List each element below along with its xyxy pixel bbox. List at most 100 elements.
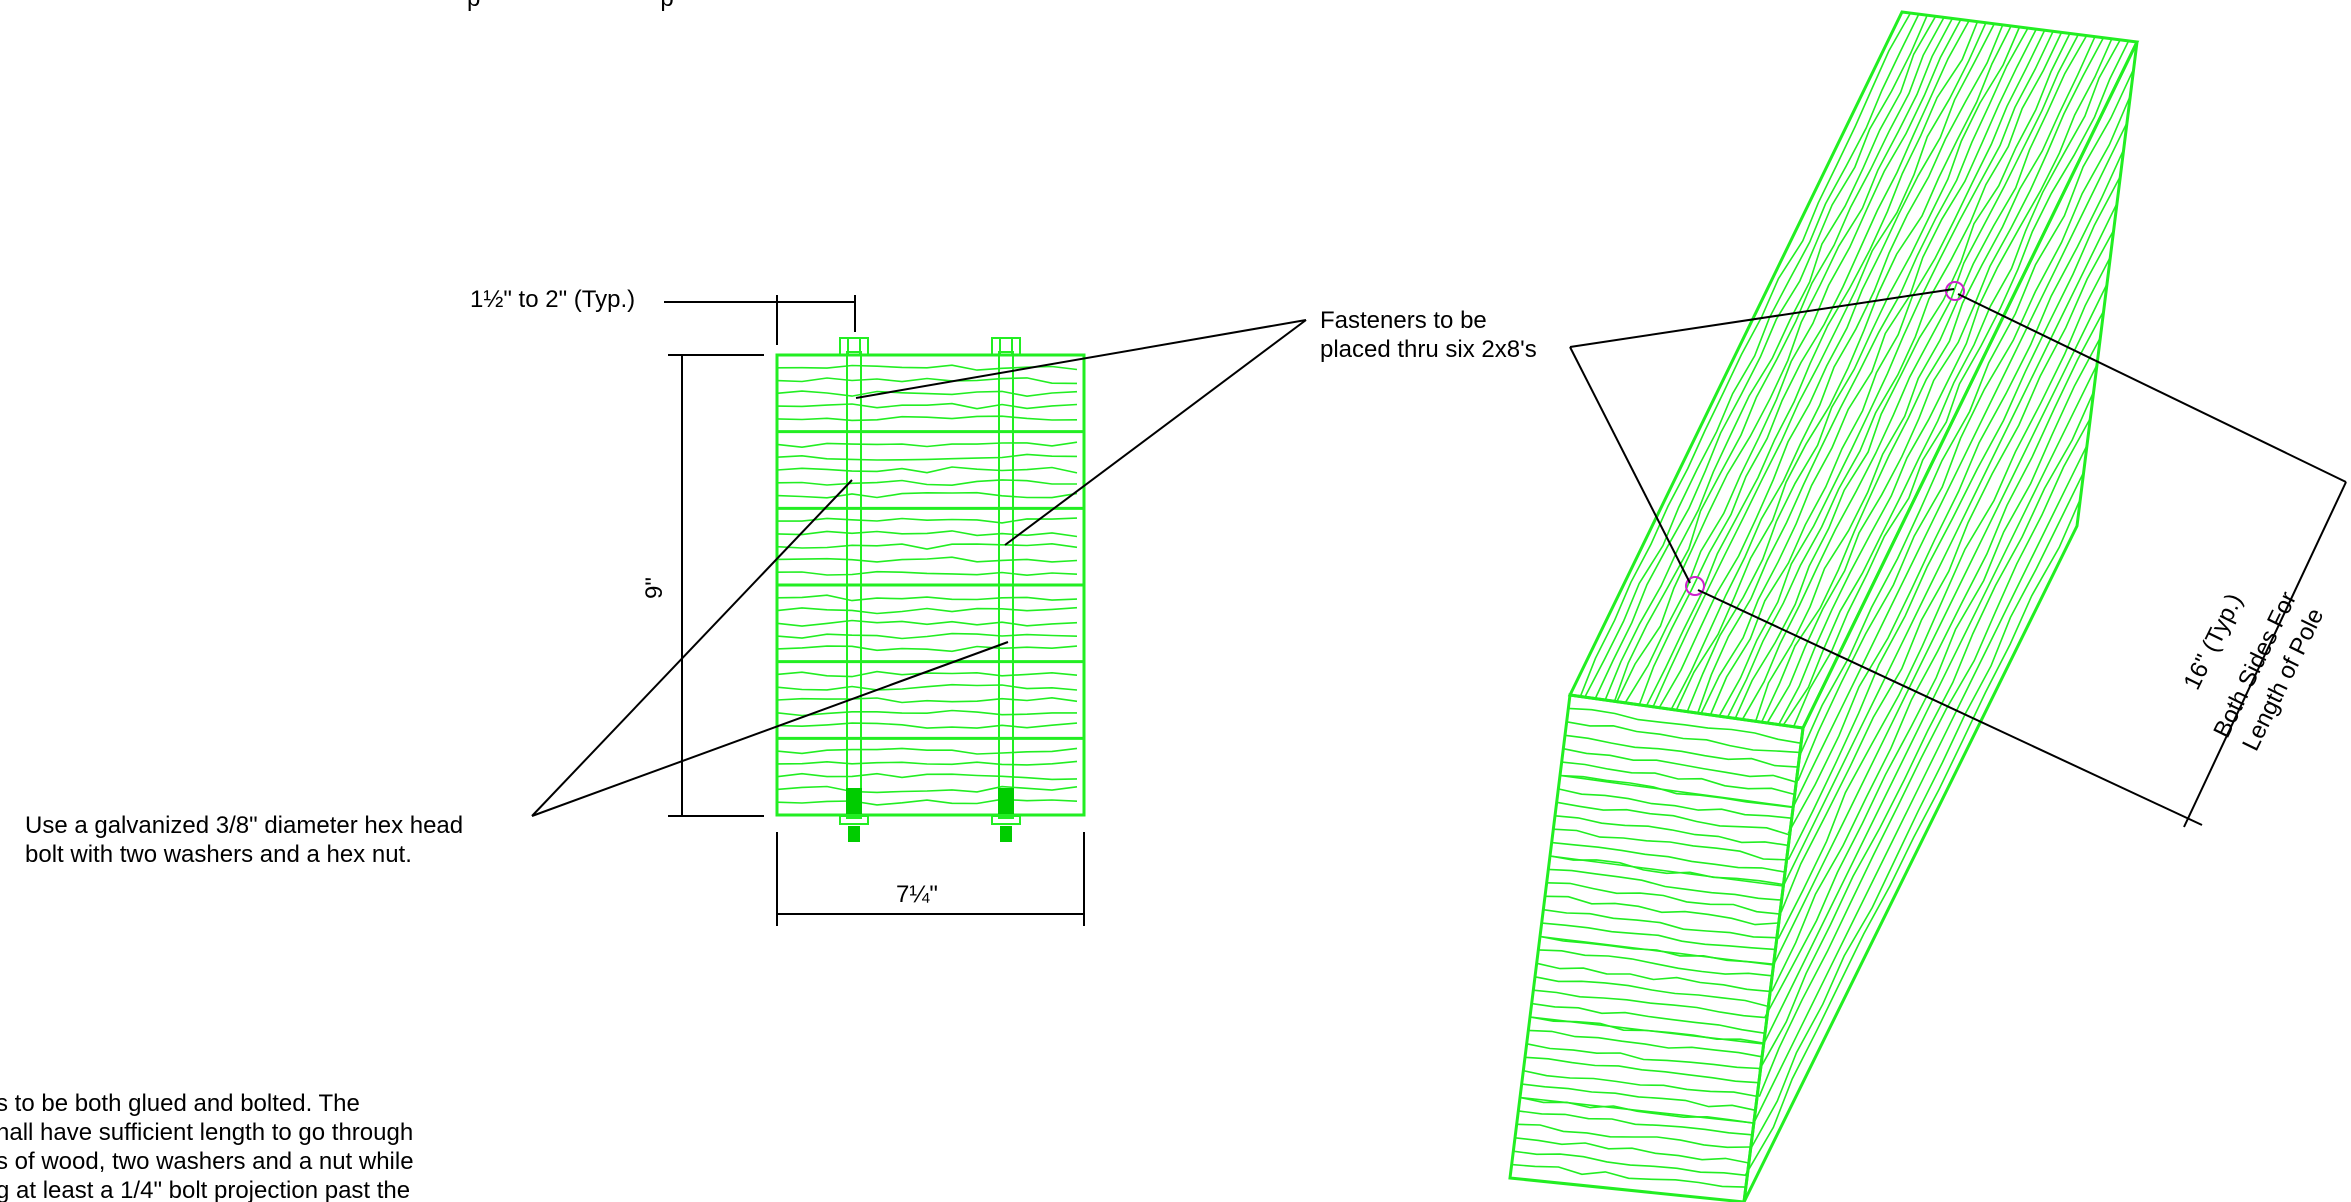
- grain-line: [1658, 23, 1996, 709]
- grain-line: [1778, 38, 2113, 725]
- grain-line: [1709, 29, 2046, 716]
- board-boundary: [1539, 935, 1774, 966]
- grain-line: [1697, 27, 2029, 713]
- board-boundaries: [777, 430, 1084, 740]
- grain-line: [1760, 36, 2096, 723]
- grain-line: [1551, 841, 1786, 873]
- grain-line: [1758, 391, 2095, 1071]
- grain-line: [1755, 35, 2088, 722]
- grain-line: [1511, 1163, 1746, 1188]
- spacing-extension: [1697, 589, 2203, 826]
- grain-line: [1763, 337, 2102, 1019]
- grain-line: [776, 696, 1078, 704]
- grain-line: [1534, 976, 1769, 1008]
- grain-line: [1523, 1069, 1758, 1098]
- bolt-tip: [848, 826, 860, 842]
- grain-line: [1782, 39, 2121, 727]
- fastener-note-line1: Fasteners to be: [1320, 307, 1487, 334]
- grain-line: [1558, 788, 1792, 819]
- grain-line: [776, 530, 1078, 538]
- bolt-note-line1: Use a galvanized 3/8" diameter hex head: [25, 812, 463, 839]
- grain-line: [1675, 25, 2012, 711]
- grain-line: [1531, 1002, 1766, 1035]
- board-boundary: [1762, 364, 2098, 1045]
- grain-line: [1536, 962, 1771, 993]
- grain-line: [776, 402, 1078, 410]
- grain-line: [1686, 26, 2021, 712]
- bolt-shank: [846, 351, 862, 819]
- grain-line: [1543, 908, 1777, 939]
- grain-line: [1780, 229, 2115, 913]
- bolt-tip: [1000, 826, 1012, 842]
- grain-line: [1549, 855, 1784, 886]
- grain-line: [1524, 1056, 1759, 1084]
- grain-line: [776, 722, 1078, 729]
- board-boundary: [1782, 202, 2118, 887]
- grain-line: [1583, 13, 1920, 698]
- fastener-leader: [1569, 288, 1955, 348]
- grain-line: [1594, 14, 1928, 699]
- isometric-pole-view: [1508, 10, 2140, 1202]
- bolt-nut: [998, 788, 1014, 814]
- edge-distance-label: 1½" to 2" (Typ.): [470, 286, 635, 313]
- board-boundary: [1549, 855, 1784, 887]
- pole-side-face: [1742, 41, 2139, 1202]
- grain-line: [776, 606, 1078, 615]
- grain-line: [1604, 15, 1937, 701]
- grain-line: [1700, 28, 2038, 715]
- grain-line: [1766, 37, 2105, 724]
- grain-line: [1787, 149, 2125, 834]
- grain-line: [1538, 949, 1772, 977]
- grain-line: [776, 670, 1078, 678]
- width-dimension-label: 7¼": [896, 881, 938, 908]
- grain-line: [1670, 24, 2004, 710]
- grain-line: [1548, 868, 1782, 901]
- grain-line: [1546, 882, 1781, 915]
- grain-line: [1624, 19, 1962, 704]
- board-boundary: [1792, 122, 2128, 808]
- grain-line: [1726, 32, 2063, 718]
- grain-line: [776, 491, 1078, 499]
- general-note-line4: g at least a 1/4" bolt projection past t…: [0, 1177, 410, 1202]
- top-partial-text: p p: [467, 0, 674, 12]
- grain-line: [1613, 17, 1945, 702]
- grain-line: [1579, 12, 1912, 697]
- laminated-section-view: [775, 337, 1086, 842]
- grain-line: [1744, 498, 2082, 1177]
- grain-line: [1528, 1029, 1763, 1058]
- grain-line: [776, 390, 1078, 398]
- grain-line: [776, 645, 1078, 653]
- grain-line: [776, 556, 1078, 563]
- general-note-line1: s to be both glued and bolted. The: [0, 1090, 360, 1117]
- grain-line: [776, 798, 1078, 806]
- grain-line: [1541, 922, 1776, 951]
- grain-line: [1518, 1110, 1753, 1136]
- grain-line: [1758, 418, 2092, 1098]
- grain-line: [776, 709, 1077, 717]
- grain-line: [776, 619, 1078, 627]
- bolt-leader: [531, 479, 853, 817]
- grain-line: [1516, 1123, 1751, 1149]
- grain-line: [776, 364, 1078, 371]
- side-face-lines: [1744, 68, 2135, 1177]
- grain-line: [1568, 707, 1802, 745]
- bolt-head: [839, 337, 869, 356]
- grain-line: [776, 466, 1078, 474]
- grain-line: [776, 415, 1078, 422]
- grain-line: [1561, 761, 1796, 796]
- board-boundary: [1529, 1016, 1764, 1045]
- bolt-nut: [846, 788, 862, 814]
- grain-line: [1566, 721, 1800, 754]
- fastener-note-line2: placed thru six 2x8's: [1320, 336, 1537, 363]
- fastener-leader: [855, 319, 1307, 399]
- grain-line: [1615, 18, 1954, 703]
- section-wood-grain: [776, 364, 1078, 806]
- board-boundary: [1519, 1096, 1754, 1124]
- board-boundary: [1559, 774, 1794, 808]
- grain-line: [1521, 1083, 1756, 1112]
- bolt-leader: [531, 641, 1009, 817]
- annotations: [531, 288, 2347, 926]
- grain-line: [1734, 33, 2071, 719]
